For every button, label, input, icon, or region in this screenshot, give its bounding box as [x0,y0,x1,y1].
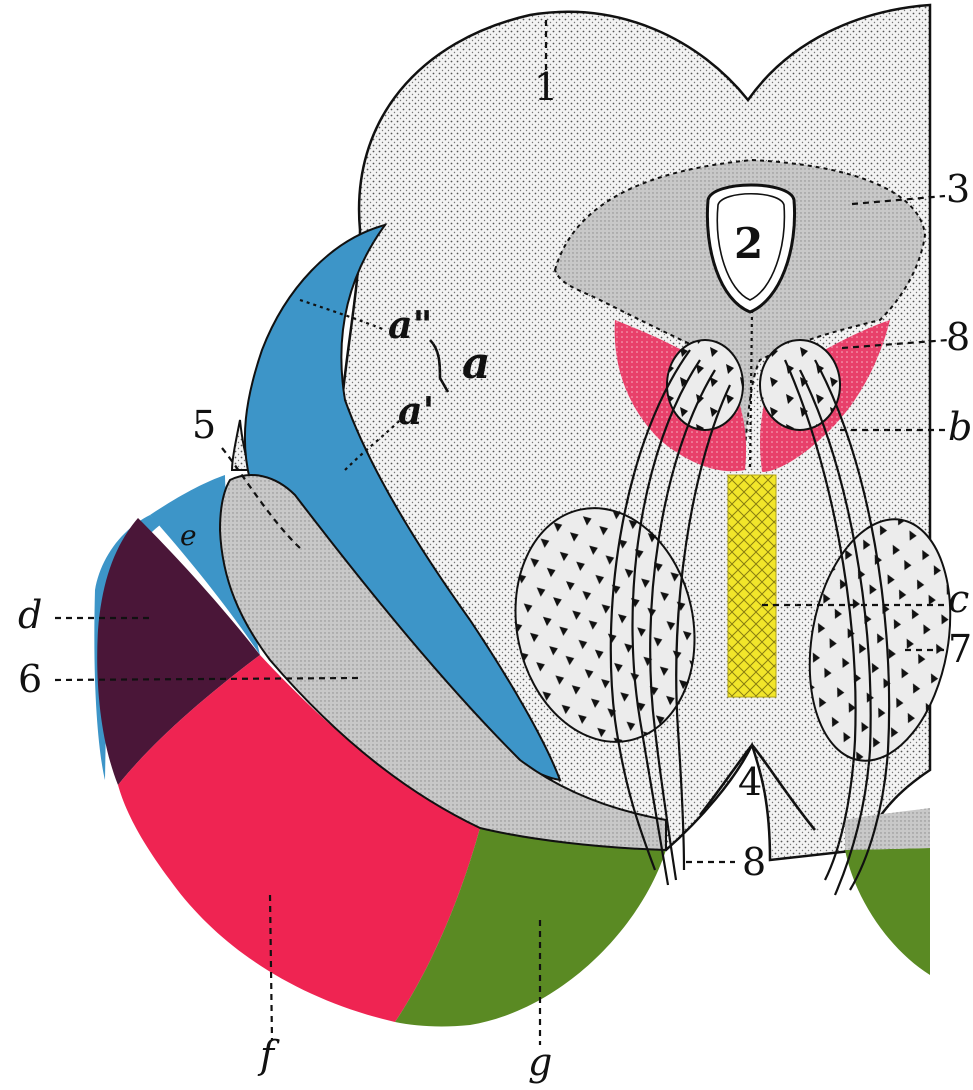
label-1: 1 [534,65,558,109]
label-a-lower: a' [398,388,434,433]
label-g: g [528,1040,552,1084]
label-a: a [462,338,491,389]
label-5: 5 [192,403,216,447]
label-2: 2 [734,219,763,268]
label-e: e [180,519,197,552]
label-8-bottom: 8 [742,840,766,884]
raphe-c [728,475,776,697]
label-3: 3 [946,167,970,211]
label-c: c [948,577,969,621]
nucleus-b-left [667,340,743,430]
label-4: 4 [738,760,762,804]
label-a-upper: a" [388,302,432,347]
label-b: b [948,405,972,449]
label-f: f [257,1033,280,1077]
green-right-region [845,848,930,975]
label-6: 6 [18,657,42,701]
label-7: 7 [948,627,972,671]
label-8-top: 8 [946,315,970,359]
label-d: d [18,593,42,637]
